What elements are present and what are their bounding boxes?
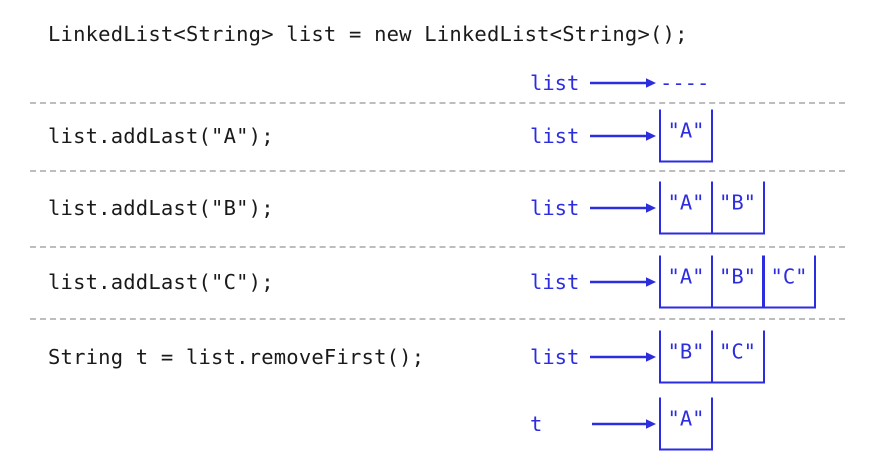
variable-label-list: list: [530, 345, 580, 369]
row-separator: [30, 170, 845, 172]
code-line-add-c: list.addLast("C");: [48, 270, 274, 294]
node-cell: "A": [659, 181, 713, 235]
variable-label-t: t: [530, 412, 543, 436]
node-value: "A": [667, 118, 705, 142]
node-cell: "C": [710, 330, 765, 384]
node-value: "C": [718, 339, 757, 363]
variable-label-list: list: [530, 71, 580, 95]
node-box-group: "A" "B" "C": [659, 255, 816, 309]
node-value: "B": [718, 264, 757, 288]
node-cell: "A": [659, 397, 713, 451]
declaration-code: LinkedList<String> list = new LinkedList…: [48, 22, 688, 46]
node-box-group: "A": [659, 397, 713, 451]
right-arrow-icon: [590, 275, 656, 289]
node-value: "A": [667, 264, 705, 288]
row-separator: [30, 318, 845, 320]
right-arrow-icon: [590, 129, 656, 143]
node-value: "B": [667, 339, 705, 363]
null-marker: ----: [660, 71, 710, 95]
node-cell: "A": [659, 109, 713, 163]
code-line-remove-first: String t = list.removeFirst();: [48, 345, 425, 369]
node-cell: "A": [659, 255, 713, 309]
node-cell: "B": [659, 330, 713, 384]
right-arrow-icon: [592, 417, 656, 431]
node-value: "A": [667, 406, 705, 430]
code-line-add-a: list.addLast("A");: [48, 124, 274, 148]
node-box-group: "B" "C": [659, 330, 765, 384]
code-line-add-b: list.addLast("B");: [48, 196, 274, 220]
variable-label-list: list: [530, 196, 580, 220]
node-box-group: "A" "B": [659, 181, 765, 235]
variable-label-list: list: [530, 124, 580, 148]
node-value: "B": [718, 190, 757, 214]
variable-label-list: list: [530, 270, 580, 294]
right-arrow-icon: [590, 201, 656, 215]
right-arrow-icon: [590, 76, 656, 90]
right-arrow-icon: [590, 350, 656, 364]
node-box-group: "A": [659, 109, 713, 163]
row-separator: [30, 246, 845, 248]
node-value: "A": [667, 190, 705, 214]
row-separator: [30, 102, 845, 104]
node-cell: "B": [710, 255, 765, 309]
node-cell: "C": [762, 255, 816, 309]
node-value: "C": [770, 264, 808, 288]
node-cell: "B": [710, 181, 765, 235]
